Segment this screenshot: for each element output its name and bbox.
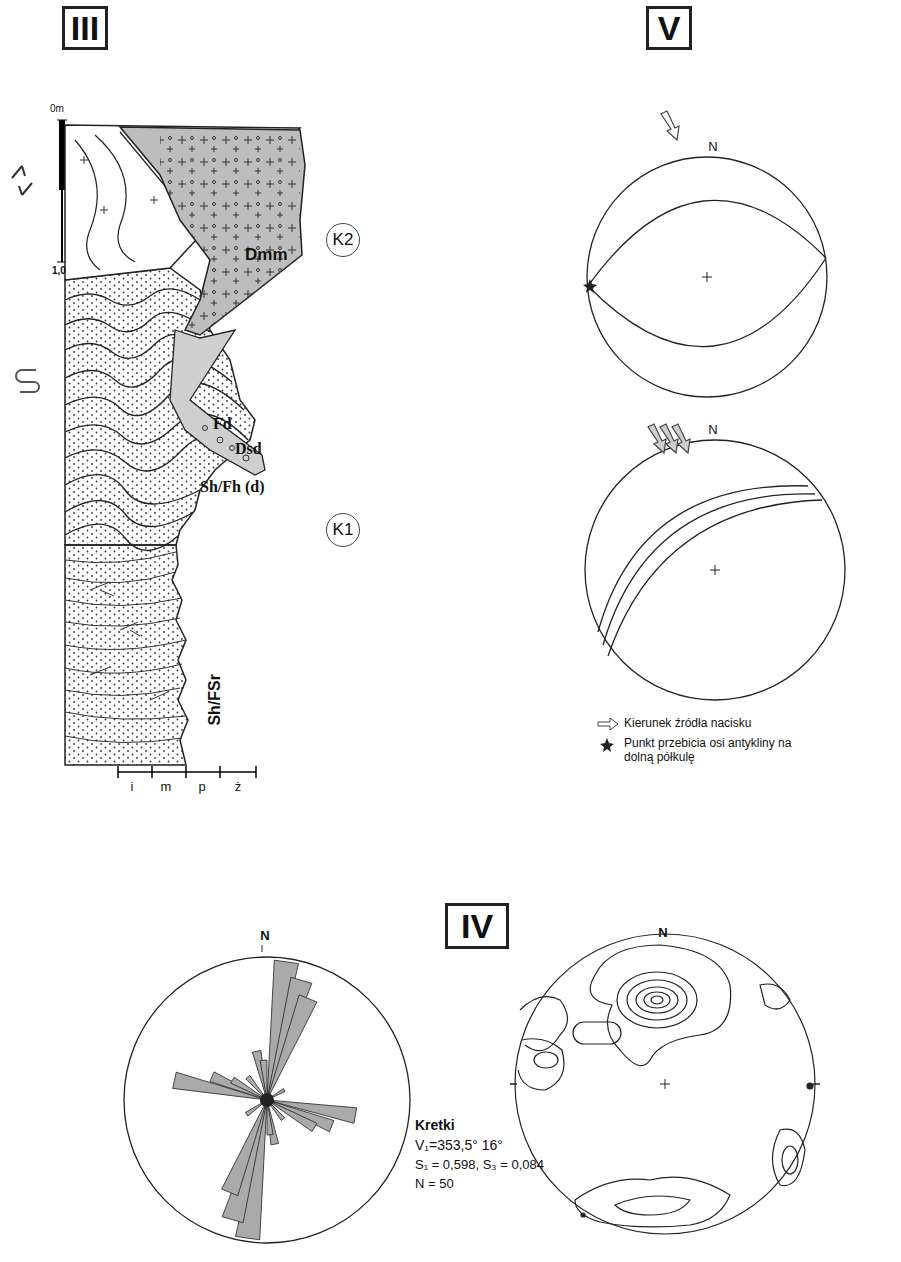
legend-text: Kierunek źródła nacisku	[624, 717, 814, 731]
facies-code: Fd	[213, 415, 232, 433]
facies-code: Dsd	[235, 440, 262, 458]
unit-circle: K2	[326, 223, 361, 258]
legend-text: Punkt przebicia osi antykliny na dolną p…	[624, 737, 814, 765]
eigenvalues: S₁ = 0,598, S₃ = 0,084	[415, 1158, 544, 1172]
panel-number: IV	[461, 909, 493, 943]
panel-number: V	[658, 11, 681, 45]
stereonet	[587, 157, 827, 397]
fault-symbol	[12, 166, 32, 195]
unit-label: K2	[333, 231, 354, 248]
rose-petal	[222, 1100, 267, 1196]
eigenvector: V₁=353,5° 16°	[415, 1138, 503, 1153]
stratigraphic-column	[65, 125, 305, 778]
facies-code: Dmm	[245, 246, 288, 265]
grain-size: m	[161, 780, 172, 794]
rose-petal	[267, 1100, 334, 1132]
unit-circle: K1	[326, 513, 361, 548]
north-label: N	[658, 926, 667, 940]
rose-diagram	[124, 945, 410, 1243]
rose-petal	[267, 995, 317, 1100]
grain-size: ż	[235, 780, 242, 794]
north-label: N	[260, 929, 269, 943]
legend-arrow-sample	[598, 718, 618, 730]
panel-number-box: V	[646, 6, 692, 50]
unit-label: K1	[333, 521, 354, 538]
rose-centre	[260, 1093, 274, 1107]
panel-number-box: III	[62, 6, 108, 50]
scale-label: 1,0	[52, 265, 66, 276]
fold-symbol	[16, 370, 39, 392]
facies-code: Sh/Fh (d)	[200, 478, 264, 496]
station-name: Kretki	[415, 1118, 455, 1133]
north-label: N	[708, 140, 717, 154]
axis-star	[583, 279, 597, 293]
panel-number-box: IV	[445, 903, 509, 949]
contour-stereonet	[510, 934, 820, 1234]
stress-arrow	[661, 111, 679, 140]
facies-code: Sh/FSr	[206, 674, 224, 726]
legend-star-sample	[600, 738, 614, 752]
scale-label: 0m	[50, 103, 64, 114]
grain-size: p	[198, 780, 205, 794]
sample-count: N = 50	[415, 1177, 454, 1191]
rose-petal	[173, 1072, 267, 1100]
grain-size: i	[131, 780, 134, 794]
rose-petal	[210, 1072, 267, 1100]
north-label: N	[708, 423, 717, 437]
rose-petal	[222, 1100, 267, 1223]
stereonet	[585, 440, 845, 700]
panel-number: III	[71, 11, 99, 45]
stress-arrow	[648, 424, 690, 453]
